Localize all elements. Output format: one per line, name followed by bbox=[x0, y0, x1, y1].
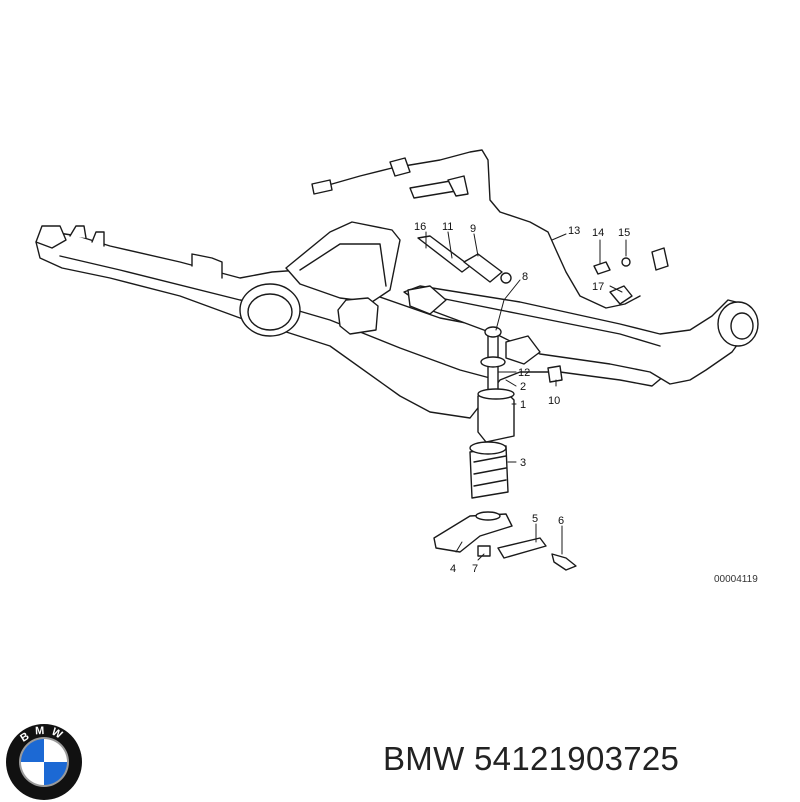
callout-11: 11 bbox=[442, 221, 453, 233]
mount-bracket-4 bbox=[433, 513, 513, 553]
callout-15: 15 bbox=[618, 227, 630, 239]
pin-head-12 bbox=[484, 326, 502, 338]
callout-1: 1 bbox=[520, 399, 526, 411]
buffer-top-face bbox=[469, 441, 507, 455]
nut-8 bbox=[500, 272, 512, 284]
callout-2: 2 bbox=[520, 381, 526, 393]
callout-8: 8 bbox=[522, 271, 528, 283]
carrier-oval-hole bbox=[247, 293, 293, 331]
left-mount-tab bbox=[69, 225, 105, 247]
callout-6: 6 bbox=[558, 515, 564, 527]
center-bridge-plate bbox=[285, 221, 401, 303]
nut-10 bbox=[547, 365, 563, 383]
bridge-inner-edge bbox=[299, 243, 387, 287]
logo-quadrant-bl bbox=[21, 762, 44, 785]
diagram-linework bbox=[35, 149, 759, 571]
brand-part-caption: BMW 54121903725 bbox=[383, 740, 679, 778]
callout-17: 17 bbox=[592, 281, 604, 293]
cable-end-connector bbox=[311, 179, 333, 195]
mid-mount-tab bbox=[191, 253, 223, 279]
screw-6 bbox=[551, 553, 577, 571]
cable-sheath-coupling bbox=[389, 157, 411, 177]
callout-3: 3 bbox=[520, 457, 526, 469]
buffer-ribs bbox=[473, 455, 507, 487]
logo-quadrant-br bbox=[44, 762, 67, 785]
mount-top-face bbox=[477, 388, 515, 400]
callout-12: 12 bbox=[518, 367, 530, 379]
callout-14: 14 bbox=[592, 227, 604, 239]
logo-quadrant-tr bbox=[44, 739, 67, 762]
bushing-sleeve-9 bbox=[463, 253, 503, 283]
arm-bushing-sleeve bbox=[407, 285, 447, 315]
figure-number: 00004119 bbox=[714, 574, 758, 585]
washer-2 bbox=[480, 356, 506, 368]
brand-name: BMW bbox=[383, 740, 465, 777]
sensor-clip bbox=[651, 247, 669, 271]
bridge-bracket bbox=[337, 297, 379, 335]
sensor-holder-17 bbox=[609, 285, 633, 305]
wheel-hub-inner bbox=[730, 312, 754, 340]
sensor-bolt-14 bbox=[593, 261, 611, 275]
part-number: 54121903725 bbox=[474, 740, 680, 777]
logo-quadrants bbox=[21, 739, 67, 785]
support-plate-5 bbox=[497, 537, 547, 559]
bmw-logo: BMW bbox=[6, 724, 82, 800]
callout-13: 13 bbox=[568, 225, 580, 237]
beam-left-end bbox=[35, 225, 67, 249]
beam-top-edge bbox=[59, 255, 491, 379]
callout-7: 7 bbox=[472, 563, 478, 575]
callout-labels: 16 11 9 13 14 15 8 17 12 2 10 1 3 5 6 4 … bbox=[414, 221, 758, 585]
callout-16: 16 bbox=[414, 221, 426, 233]
arm-upper-edge bbox=[429, 295, 661, 347]
logo-quadrant-tl bbox=[21, 739, 44, 762]
bracket-eye bbox=[475, 511, 501, 521]
callout-5: 5 bbox=[532, 513, 538, 525]
callout-4: 4 bbox=[450, 563, 456, 575]
arm-bushing-lower bbox=[505, 335, 541, 365]
nut-7 bbox=[477, 545, 491, 557]
bracket-flange bbox=[447, 175, 469, 197]
callout-10: 10 bbox=[548, 395, 560, 407]
leader-lines bbox=[425, 231, 627, 561]
sensor-washer-15 bbox=[621, 257, 631, 267]
callout-9: 9 bbox=[470, 223, 476, 235]
